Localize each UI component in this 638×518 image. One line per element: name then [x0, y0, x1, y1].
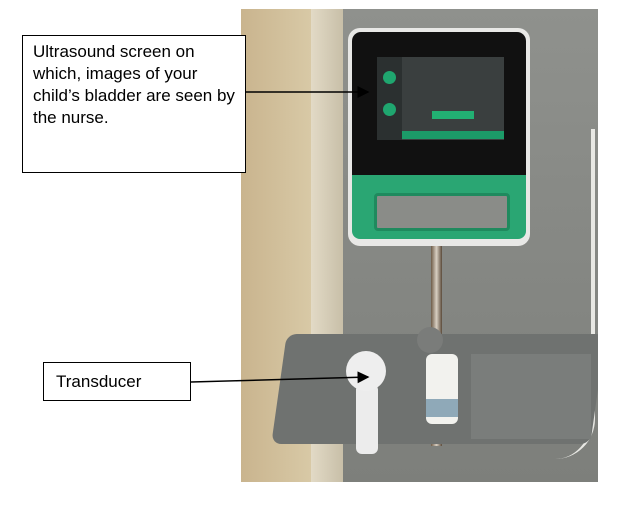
screen-icon: [383, 103, 396, 116]
monitor-green-base: [352, 175, 526, 239]
screen-sidebar: [377, 57, 402, 140]
ultrasound-monitor: [348, 28, 530, 246]
gel-bottle-label: [426, 399, 458, 417]
probe-cable: [541, 129, 595, 459]
monitor-handle: [374, 193, 510, 231]
ultrasound-machine-photo: [241, 9, 598, 482]
callout-transducer: Transducer: [43, 362, 191, 401]
monitor-bezel: [352, 32, 526, 175]
pole-knob: [417, 327, 443, 353]
callout-transducer-text: Transducer: [56, 372, 142, 391]
transducer: [346, 351, 386, 391]
screen-bar: [402, 131, 504, 139]
ultrasound-screen: [377, 57, 504, 140]
screen-icon: [383, 71, 396, 84]
screen-button: [432, 111, 474, 119]
tray-basket: [471, 354, 591, 439]
arrow-to-transducer: [190, 371, 370, 384]
callout-screen: Ultrasound screen on which, images of yo…: [22, 35, 246, 173]
callout-screen-text: Ultrasound screen on which, images of yo…: [33, 42, 235, 127]
transducer-handle: [356, 384, 378, 454]
